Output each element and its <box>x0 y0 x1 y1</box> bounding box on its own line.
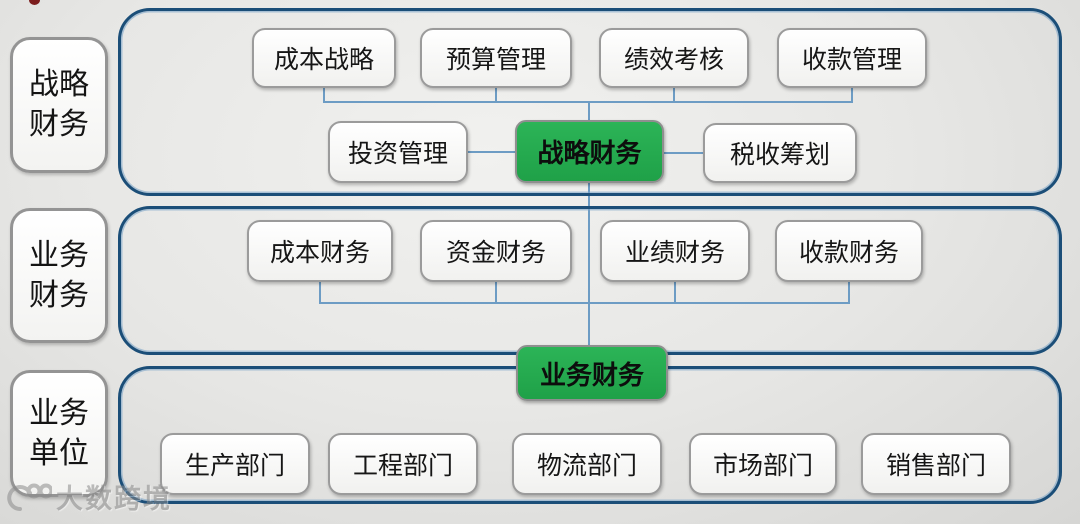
connector-stub-collection-finance <box>848 282 850 303</box>
connector-drop-to-strategic-hub <box>588 101 590 120</box>
connector-hub-to-tax-planning <box>664 152 703 154</box>
side-label-line: 业务 <box>29 238 89 272</box>
side-label-strategic-finance: 战略 财务 <box>10 37 108 173</box>
node-budget-management: 预算管理 <box>420 28 572 88</box>
side-label-line: 财务 <box>29 108 89 141</box>
node-cost-strategy: 成本战略 <box>252 28 396 88</box>
side-label-line: 业务 <box>29 396 89 430</box>
node-sales-dept: 销售部门 <box>861 433 1011 495</box>
node-engineering-dept: 工程部门 <box>328 433 478 495</box>
connector-bus-business-finance <box>319 302 850 304</box>
side-label-business-finance: 业务 财务 <box>10 208 108 343</box>
side-label-line: 战略 <box>29 68 89 101</box>
connector-stub-cost-strategy <box>323 88 325 102</box>
node-collection-finance: 收款财务 <box>775 220 923 282</box>
strategic-finance-section-frame <box>118 8 1062 196</box>
connector-stub-capital-finance <box>495 282 497 303</box>
connector-stub-collection-mgmt <box>851 88 853 102</box>
node-logistics-dept: 物流部门 <box>512 433 662 495</box>
node-investment-management: 投资管理 <box>328 121 468 183</box>
watermark-logo-icon <box>7 483 52 511</box>
node-strategic-finance-hub: 战略财务 <box>515 120 664 183</box>
connector-stub-performance-finance <box>674 282 676 303</box>
side-label-line: 财务 <box>29 278 89 312</box>
connector-stub-budget-mgmt <box>495 88 497 102</box>
watermark-text: 大数跨境 <box>56 484 172 514</box>
node-performance-finance: 业绩财务 <box>600 220 750 282</box>
node-capital-finance: 资金财务 <box>420 220 572 282</box>
node-market-dept: 市场部门 <box>689 433 837 495</box>
watermark: 大数跨境 <box>6 477 172 516</box>
node-cost-finance: 成本财务 <box>247 220 393 282</box>
top-edge-artifact-dot <box>29 0 40 5</box>
side-label-business-unit: 业务 单位 <box>10 370 108 497</box>
connector-investment-to-hub <box>468 151 515 153</box>
connector-stub-performance-review <box>673 88 675 102</box>
node-business-finance-hub: 业务财务 <box>516 345 668 401</box>
node-collection-management: 收款管理 <box>777 28 927 88</box>
node-tax-planning: 税收筹划 <box>703 123 857 183</box>
node-performance-review: 绩效考核 <box>599 28 749 88</box>
side-label-line: 单位 <box>29 436 89 470</box>
connector-strategic-hub-to-business-hub <box>588 183 590 345</box>
connector-stub-cost-finance <box>319 282 321 303</box>
node-production-dept: 生产部门 <box>160 433 310 495</box>
